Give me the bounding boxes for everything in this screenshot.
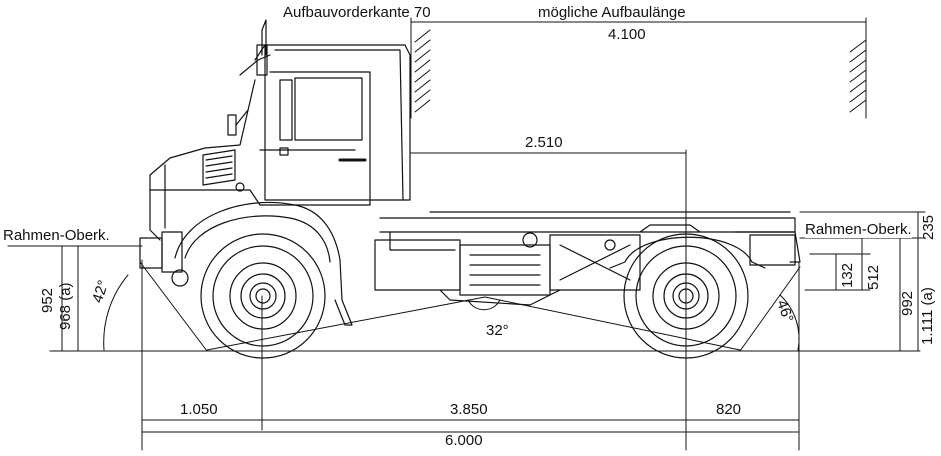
label-possible-body-length: mögliche Aufbaulänge [538,4,686,21]
body-boundary-hatch-front [410,29,431,119]
dim-lines-bottom [141,259,800,451]
dim-rear-upper: 512 [865,264,882,290]
dim-rear-frame-height: 992 [899,290,916,316]
value-front-axle-to-body: 2.510 [525,134,563,151]
dim-lines-left [7,245,143,352]
label-frame-top-left: Rahmen-Oberk. [3,227,110,244]
value-possible-body-length: 4.100 [608,26,646,43]
dim-wheelbase: 3.850 [450,401,488,418]
dim-line-body-length [410,17,867,41]
hood [149,79,261,241]
body-boundary-hatch-rear [849,34,867,119]
label-frame-top-right: Rahmen-Oberk. [805,221,912,238]
dim-front-frame-height: 952 [39,287,56,313]
front-wheel [200,233,326,359]
dim-overall-length: 6.000 [445,432,483,449]
front-fender [174,201,353,326]
dim-front-frame-height-a: 968 (a) [57,282,74,330]
dim-front-overhang: 1.050 [180,401,218,418]
label-ramp-angle: 32° [486,322,509,339]
dim-rear-lower: 132 [839,262,856,288]
dim-frame-depth: 235 [920,214,937,240]
dim-rear-frame-height-a: 1.111 (a) [919,287,936,345]
dim-rear-overhang: 820 [716,401,742,418]
rear-fender [609,236,766,269]
rear-wheel [623,233,749,359]
front-bumper [139,231,189,287]
cab [227,19,411,206]
dim-lines-right [799,211,926,352]
chassis-frame [374,211,801,306]
label-body-front-edge: Aufbauvorderkante 70 [283,4,431,21]
dim-line-front-axle-to-body [410,149,687,451]
